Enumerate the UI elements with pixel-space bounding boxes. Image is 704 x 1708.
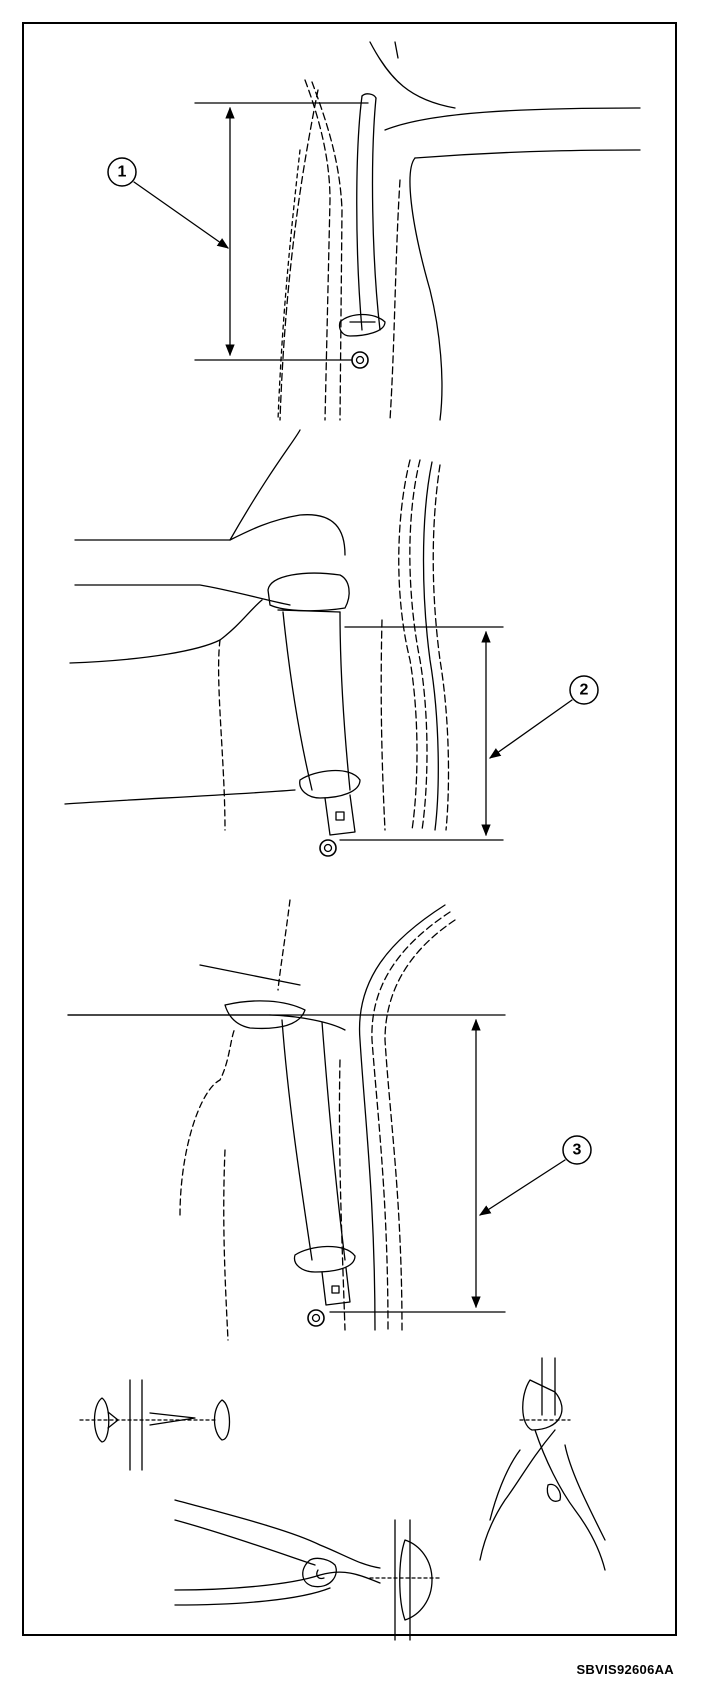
panel-3-lower-anchor: 3: [67, 899, 592, 1341]
callout-2-label: 2: [580, 682, 589, 699]
panel-1-upper-anchor: 1: [107, 41, 641, 421]
callout-2-circle: [569, 675, 599, 705]
callout-3-label: 3: [573, 1142, 582, 1159]
panel-2-middle-anchor: 2: [64, 429, 599, 857]
callout-3-circle: [562, 1135, 592, 1165]
panel-4-clip-removal: [79, 1357, 606, 1641]
figure-code: SBVIS92606AA: [576, 1662, 674, 1677]
illustration-frame: [22, 22, 677, 1636]
callout-1-circle: [107, 157, 137, 187]
callout-1-label: 1: [118, 164, 127, 181]
